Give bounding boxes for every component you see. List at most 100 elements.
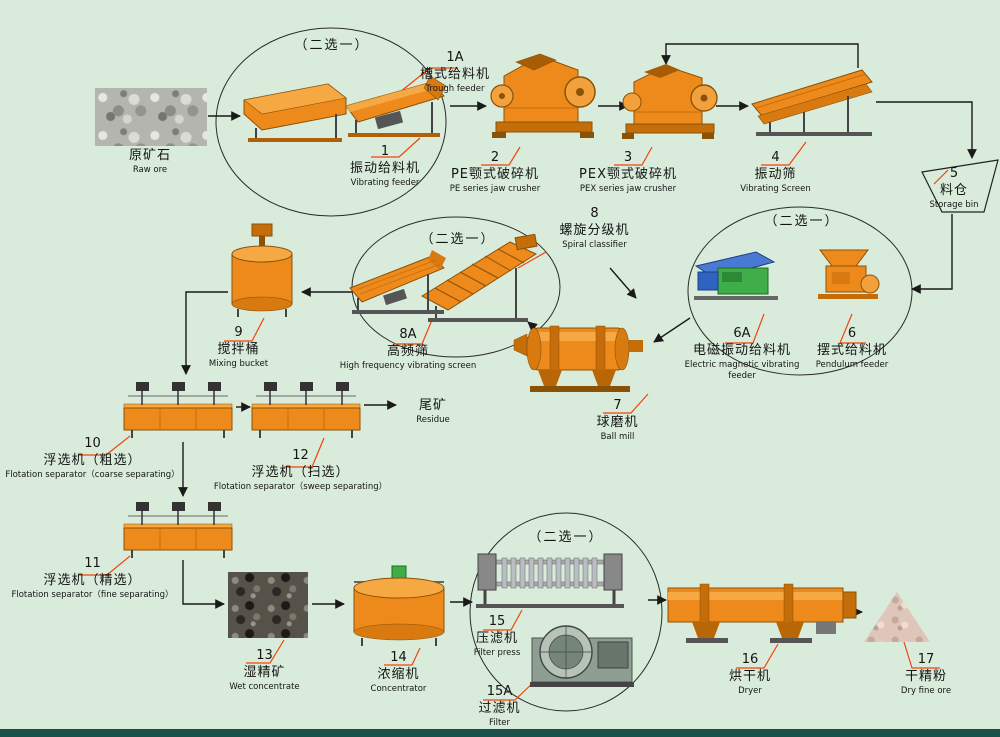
spiral-classifier-illustration	[420, 233, 538, 322]
label-pe-jaw-crusher: 2 PE颚式破碎机 PE series jaw crusher	[440, 150, 550, 195]
em-vibrating-feeder-num: 6A	[733, 326, 751, 341]
wet-concentrate-photo	[228, 572, 308, 638]
flotation-sweep-illustration	[251, 381, 361, 439]
label-pex-jaw-crusher: 3 PEX颚式破碎机 PEX series jaw crusher	[572, 150, 684, 195]
label-concentrator: 14 浓缩机 Concentrator	[346, 650, 451, 695]
filter-illustration	[530, 625, 634, 687]
pe-jaw-crusher-zh: PE颚式破碎机	[450, 166, 540, 182]
label-flotation-sweep: 12 浮选机（扫选） Flotation separator（sweep sep…	[208, 448, 393, 493]
vibrating-screen-illustration	[751, 69, 873, 136]
either-or-label-bin-feeders: （二选一）	[764, 214, 840, 229]
label-trough-feeder: 1A 槽式给料机 Trough feeder	[400, 50, 510, 95]
pe-jaw-crusher-num: 2	[490, 150, 500, 165]
label-pendulum-feeder: 6 摆式给料机 Pendulum feeder	[806, 326, 898, 371]
dryer-illustration	[667, 583, 857, 643]
label-raw-ore: 原矿石 Raw ore	[100, 148, 200, 176]
wet-concentrate-zh: 湿精矿	[243, 664, 286, 680]
label-em-vibrating-feeder: 6A 电磁振动给料机 Electric magnetic vibrating f…	[672, 326, 812, 382]
filter-press-zh: 压滤机	[475, 630, 518, 646]
mixing-bucket-illustration	[231, 223, 293, 317]
flotation-sweep-zh: 浮选机（扫选）	[251, 464, 350, 480]
pex-jaw-crusher-num: 3	[623, 150, 633, 165]
dryer-num: 16	[741, 652, 759, 667]
filter-press-en: Filter press	[473, 647, 521, 658]
concentrator-zh: 浓缩机	[377, 666, 420, 682]
vibrating-feeder-en: Vibrating feeder	[350, 177, 420, 188]
label-residue: 尾矿 Residue	[398, 398, 468, 426]
flotation-fine-zh: 浮选机（精选）	[43, 572, 142, 588]
storage-bin-en: Storage bin	[929, 199, 979, 210]
pe-jaw-crusher-illustration	[490, 53, 596, 138]
storage-bin-outline	[921, 159, 999, 213]
vibrating-screen-num: 4	[771, 150, 780, 165]
label-ball-mill: 7 球磨机 Ball mill	[570, 398, 665, 443]
pendulum-feeder-zh: 摆式给料机	[816, 342, 887, 358]
dryer-zh: 烘干机	[728, 668, 771, 684]
either-or-ellipse-filtering	[469, 512, 663, 712]
high-frequency-screen-zh: 高频筛	[386, 343, 429, 359]
mixing-bucket-en: Mixing bucket	[208, 358, 269, 369]
ball-mill-illustration	[513, 325, 643, 392]
vibrating-feeder-num: 1	[380, 144, 390, 159]
mixing-bucket-num: 9	[234, 325, 243, 340]
trough-feeder-zh: 槽式给料机	[419, 66, 490, 82]
storage-bin-num: 5	[949, 166, 959, 181]
trough-feeder-en: Trough feeder	[425, 83, 485, 94]
filter-press-illustration	[476, 553, 624, 608]
raw-ore-zh: 原矿石	[128, 148, 171, 163]
wet-concentrate-num: 13	[256, 648, 273, 663]
filter-num: 15A	[486, 684, 513, 699]
flotation-fine-num: 11	[84, 556, 101, 571]
pendulum-feeder-illustration	[818, 249, 880, 299]
residue-zh: 尾矿	[418, 398, 447, 413]
filter-en: Filter	[488, 717, 511, 728]
high-frequency-screen-illustration	[349, 250, 446, 314]
either-or-label-filtering: （二选一）	[528, 530, 604, 545]
vibrating-screen-en: Vibrating Screen	[740, 183, 811, 194]
wet-concentrate-en: Wet concentrate	[229, 681, 300, 692]
label-flotation-coarse: 10 浮选机（粗选） Flotation separator（coarse se…	[0, 436, 185, 481]
em-vibrating-feeder-zh: 电磁振动给料机	[692, 342, 791, 358]
flotation-sweep-en: Flotation separator（sweep separating）	[213, 481, 388, 492]
concentrator-illustration	[353, 565, 445, 646]
concentrator-num: 14	[390, 650, 407, 665]
either-or-label-classifying: （二选一）	[420, 232, 496, 247]
flotation-coarse-zh: 浮选机（粗选）	[43, 452, 142, 468]
raw-ore-photo	[95, 88, 207, 146]
label-filter-press: 15 压滤机 Filter press	[452, 614, 542, 659]
mixing-bucket-zh: 搅拌桶	[217, 341, 260, 357]
dry-fine-ore-en: Dry fine ore	[900, 685, 952, 696]
filter-zh: 过滤机	[478, 700, 521, 716]
flotation-coarse-illustration	[123, 381, 233, 439]
raw-ore-en: Raw ore	[132, 164, 168, 175]
flow-arrows	[178, 43, 977, 617]
label-vibrating-screen: 4 振动筛 Vibrating Screen	[718, 150, 833, 195]
dry-fine-ore-zh: 干精粉	[904, 668, 947, 684]
label-flotation-fine: 11 浮选机（精选） Flotation separator（fine sepa…	[0, 556, 185, 601]
label-dryer: 16 烘干机 Dryer	[700, 652, 800, 697]
ball-mill-en: Ball mill	[600, 431, 635, 442]
trough-feeder-num: 1A	[446, 50, 464, 65]
trough-feeder-illustration	[243, 83, 347, 142]
label-high-frequency-screen: 8A 高频筛 High frequency vibrating screen	[328, 327, 488, 372]
high-frequency-screen-num: 8A	[399, 327, 417, 342]
flotation-sweep-num: 12	[292, 448, 309, 463]
concentrator-en: Concentrator	[370, 683, 427, 694]
vibrating-screen-zh: 振动筛	[754, 166, 797, 182]
either-or-ellipse-feeders	[215, 27, 447, 217]
label-wet-concentrate: 13 湿精矿 Wet concentrate	[212, 648, 317, 693]
storage-bin-zh: 料仓	[939, 182, 968, 198]
either-or-ellipses	[215, 27, 913, 712]
bottom-border-strip	[0, 729, 1000, 737]
label-spiral-classifier: 8 螺旋分级机 Spiral classifier	[542, 206, 647, 251]
high-frequency-screen-en: High frequency vibrating screen	[339, 360, 477, 371]
ball-mill-num: 7	[613, 398, 622, 413]
pex-jaw-crusher-zh: PEX颚式破碎机	[579, 166, 677, 182]
spiral-classifier-num: 8	[590, 206, 599, 221]
label-dry-fine-ore: 17 干精粉 Dry fine ore	[876, 652, 976, 697]
label-filter: 15A 过滤机 Filter	[452, 684, 547, 729]
flotation-fine-illustration	[123, 501, 233, 559]
pendulum-feeder-num: 6	[847, 326, 857, 341]
